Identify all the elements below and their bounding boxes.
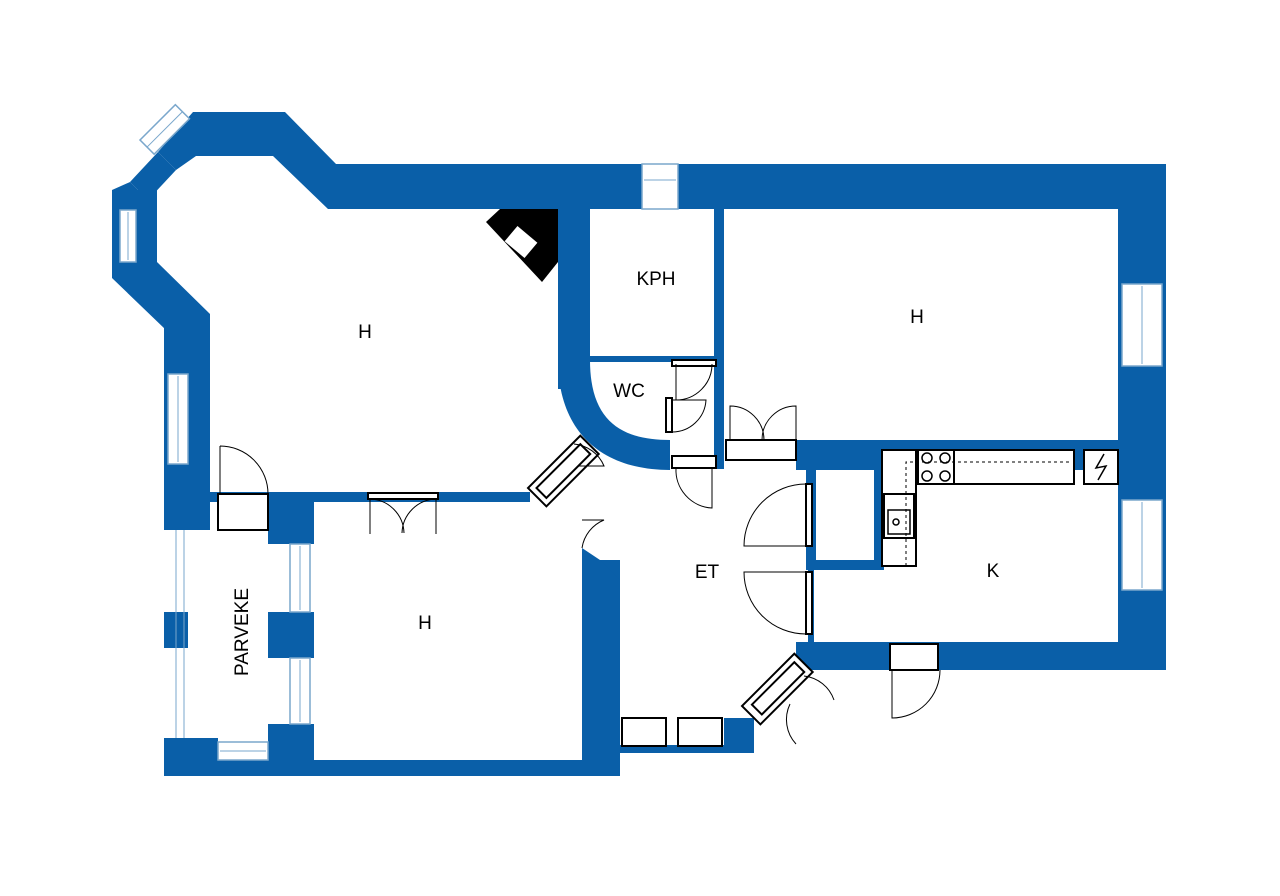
- sink-icon: [883, 493, 915, 539]
- electric-panel-icon: [1083, 449, 1119, 485]
- windows: [119, 103, 1163, 761]
- stove-icon: [917, 449, 955, 485]
- room-label-kitchen: K: [987, 561, 1000, 582]
- wardrobes: [217, 439, 939, 747]
- doors: [219, 359, 941, 745]
- room-label-hall: ET: [695, 562, 720, 583]
- room-label-bathroom: KPH: [636, 269, 675, 290]
- room-label-toilet: WC: [613, 381, 645, 402]
- room-label-living: H: [358, 322, 372, 343]
- walls: [112, 112, 1166, 776]
- room-label-balcony: PARVEKE: [232, 588, 253, 676]
- room-label-bedroom-sw: H: [418, 613, 432, 634]
- fireplace-icon: [486, 209, 558, 282]
- room-label-bedroom-ne: H: [910, 307, 924, 328]
